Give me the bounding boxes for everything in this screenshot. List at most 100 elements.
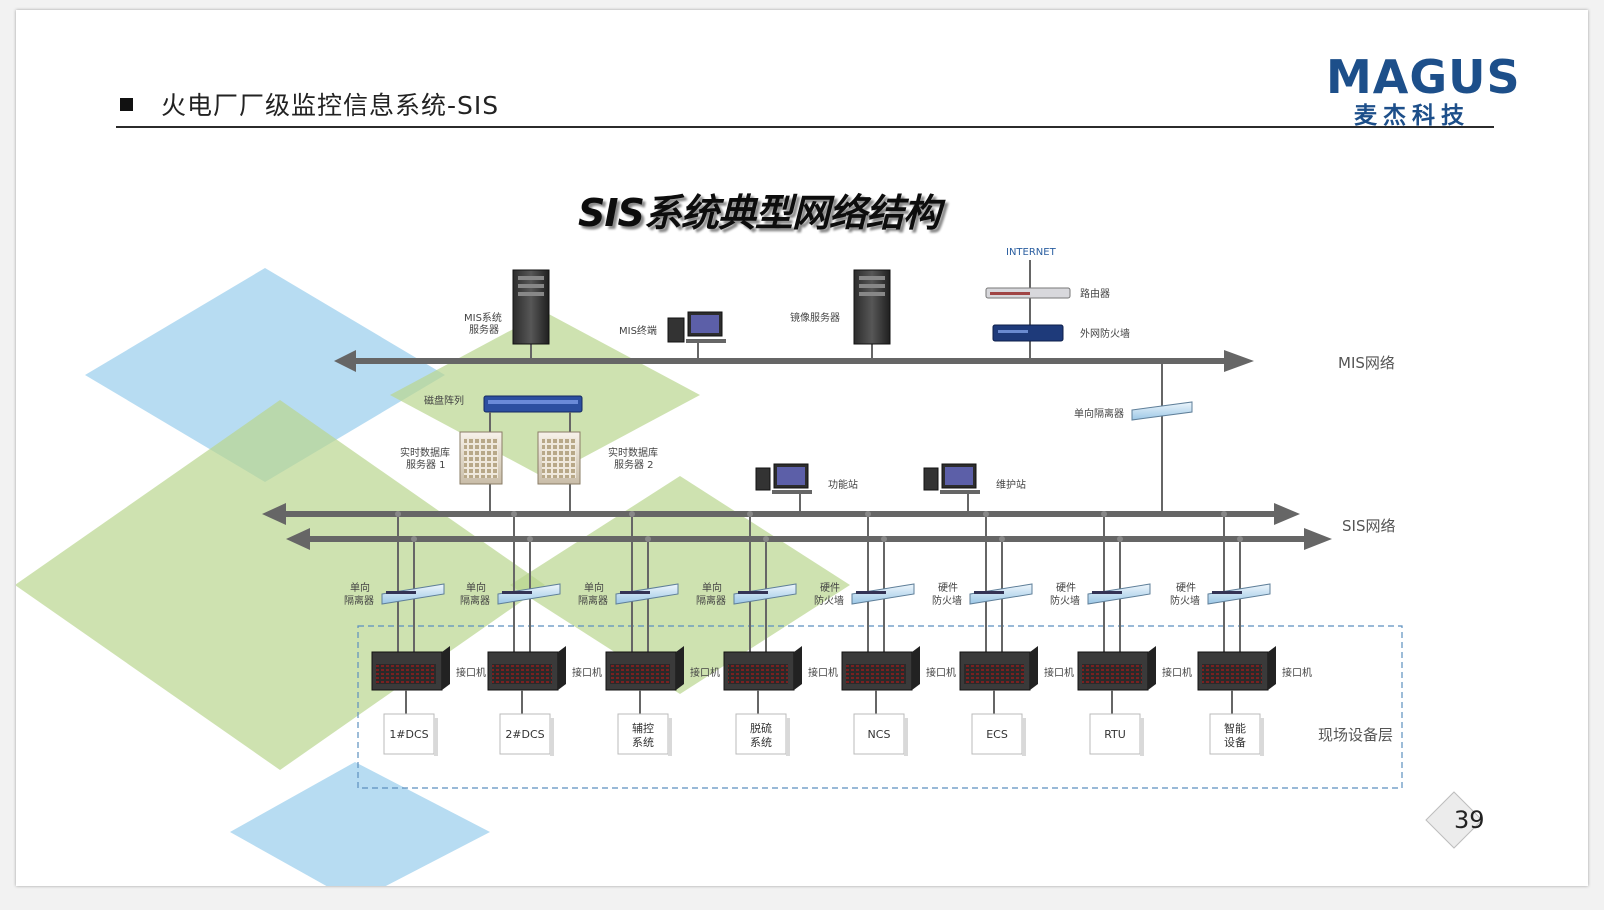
switch-label-line2: 隔离器 — [578, 594, 608, 607]
disk-array-label: 磁盘阵列 — [424, 394, 464, 407]
interface-machine-panel — [1202, 664, 1262, 684]
bus-tap — [645, 536, 651, 542]
mis-server-icon — [512, 269, 550, 361]
field-device-shadow — [904, 718, 908, 756]
field-column — [487, 511, 566, 756]
page-number: 39 — [1454, 806, 1485, 834]
mis-network-bus — [334, 350, 1254, 372]
field-device-label-line2: 系统 — [632, 736, 654, 749]
field-device-shadow — [1022, 718, 1026, 756]
bus-tap — [1221, 511, 1227, 517]
header-divider — [116, 126, 1494, 128]
interface-machine-panel — [1082, 664, 1142, 684]
internet-label: INTERNET — [1006, 247, 1057, 258]
bus-tap — [527, 536, 533, 542]
slide-title: 火电厂厂级监控信息系统-SIS — [161, 91, 500, 120]
switch-ports — [1212, 591, 1242, 594]
switch-label-line1: 硬件 — [820, 582, 840, 594]
field-device-shadow — [550, 718, 554, 756]
field-column — [959, 511, 1038, 756]
mis-server-label-2: 服务器 — [469, 323, 499, 336]
bus-tap — [511, 511, 517, 517]
field-column — [605, 511, 684, 756]
switch-label-line1: 单向 — [350, 581, 370, 594]
bus-tap — [1101, 511, 1107, 517]
field-device-label: NCS — [868, 728, 891, 741]
field-device-label-line2: 系统 — [750, 736, 772, 749]
field-device-shadow — [1140, 718, 1144, 756]
switch-label-line1: 硬件 — [1176, 582, 1196, 594]
field-column — [371, 511, 450, 756]
field-columns: 单向隔离器接口机1#DCS单向隔离器接口机2#DCS单向隔离器接口机辅控系统单向… — [344, 511, 1312, 756]
company-name-logo: 麦杰科技 — [1354, 103, 1470, 129]
interface-machine-label: 接口机 — [808, 666, 838, 679]
diagram-title: SIS系统典型网络结构 — [578, 191, 941, 235]
interface-machine-side — [1148, 646, 1156, 690]
interface-machine-label: 接口机 — [926, 666, 956, 679]
rtdb-server-1-label-1: 实时数据库 — [400, 446, 450, 459]
maintenance-station-label: 维护站 — [996, 478, 1026, 491]
interface-machine-panel — [964, 664, 1024, 684]
field-device-label: 1#DCS — [389, 728, 428, 741]
router-icon — [985, 287, 1071, 299]
interface-machine-side — [1030, 646, 1038, 690]
interface-machine-side — [1268, 646, 1276, 690]
field-device-shadow — [434, 718, 438, 756]
field-device-shadow — [786, 718, 790, 756]
field-device-label-line1: 辅控 — [632, 721, 654, 735]
sis-network-label: SIS网络 — [1342, 517, 1395, 535]
function-station-label: 功能站 — [828, 478, 858, 491]
switch-label-line2: 防火墙 — [1170, 594, 1200, 607]
field-layer-label: 现场设备层 — [1318, 726, 1393, 744]
bus-tap — [411, 536, 417, 542]
background-decoration — [16, 268, 850, 886]
mis-terminal-icon — [667, 311, 726, 361]
magus-logo: MAGUS — [1326, 50, 1521, 104]
interface-machine-label: 接口机 — [690, 666, 720, 679]
bus-tap — [865, 511, 871, 517]
page-badge-diamond-icon — [1425, 791, 1483, 849]
field-device-box — [853, 713, 905, 755]
field-device-box — [617, 713, 669, 755]
switch-ports — [1092, 591, 1122, 594]
field-device-box — [499, 713, 551, 755]
bus-tap — [999, 536, 1005, 542]
field-device-box — [1209, 713, 1261, 755]
switch-ports — [502, 591, 532, 594]
interface-machine-side — [912, 646, 920, 690]
switch-ports — [738, 591, 768, 594]
slide-header: 火电厂厂级监控信息系统-SIS — [120, 86, 499, 122]
switch-ports — [856, 591, 886, 594]
interface-machine-side — [558, 646, 566, 690]
interface-machine-panel — [728, 664, 788, 684]
mirror-server-label: 镜像服务器 — [790, 311, 840, 324]
function-station-icon — [755, 463, 812, 514]
switch-label-line2: 防火墙 — [814, 594, 844, 607]
interface-machine-side — [442, 646, 450, 690]
switch-ports — [620, 591, 650, 594]
field-column — [1197, 511, 1276, 756]
field-column — [723, 511, 802, 756]
field-device-shadow — [1260, 718, 1264, 756]
bus-tap — [629, 511, 635, 517]
mis-network-label: MIS网络 — [1338, 354, 1395, 372]
switch-label-line2: 防火墙 — [932, 594, 962, 607]
network-diagram: MIS网络 MIS系统 服务器 MIS终端 镜像服务器 — [16, 247, 1403, 886]
mis-terminal-label: MIS终端 — [619, 324, 657, 337]
disk-array-icon — [483, 395, 583, 413]
field-layer-frame — [357, 625, 1403, 789]
switch-label-line2: 隔离器 — [460, 594, 490, 607]
field-device-label: 2#DCS — [505, 728, 544, 741]
external-firewall-icon — [992, 324, 1064, 342]
maintenance-station-icon — [923, 463, 980, 514]
field-device-shadow — [668, 718, 672, 756]
field-device-label: ECS — [986, 728, 1008, 741]
mis-server-label-1: MIS系统 — [464, 311, 502, 324]
field-device-label-line1: 智能 — [1224, 721, 1246, 735]
interface-machine-label: 接口机 — [1162, 666, 1192, 679]
interface-machine-panel — [610, 664, 670, 684]
interface-machine-side — [794, 646, 802, 690]
rtdb-server-2-icon — [537, 431, 581, 485]
router-label: 路由器 — [1080, 287, 1110, 300]
rtdb-server-1-label-2: 服务器 1 — [406, 458, 446, 471]
